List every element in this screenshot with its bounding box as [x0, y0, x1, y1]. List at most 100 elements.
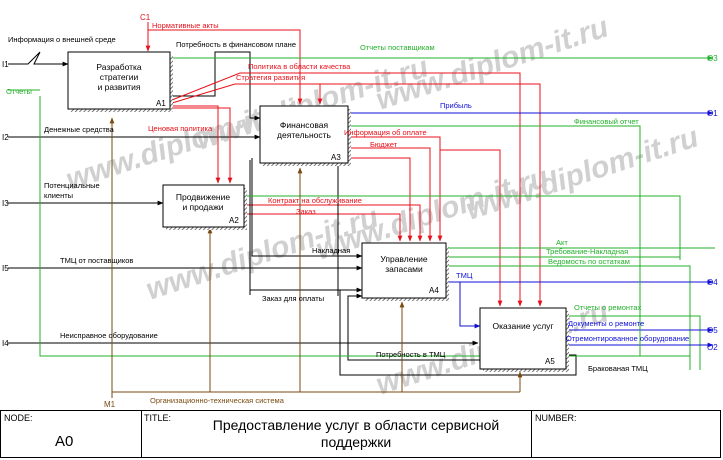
box-a3[interactable]: Финансовая деятельность A3 — [259, 105, 351, 166]
label-repair-docs: Документы о ремонте — [568, 319, 644, 328]
arrow-price-policy — [172, 105, 221, 184]
label-budget: Бюджет — [370, 140, 398, 149]
label-fin-plan-need: Потребность в финансовом плане — [176, 40, 296, 49]
label-requirement-invoice: Требование-Накладная — [546, 247, 628, 256]
label-defective-tmc: Бракованая ТМЦ — [588, 364, 648, 373]
arrow-price-policy-2 — [172, 107, 233, 184]
label-price-policy: Ценовая политика — [148, 124, 213, 133]
label-service-contract: Контракт на обслуживание — [268, 196, 362, 205]
diagram-title-line: Предоставление услуг в области сервисной — [212, 417, 500, 433]
label-invoice: Накладная — [312, 246, 350, 255]
label-payment-order: Заказ для оплаты — [262, 294, 324, 303]
label-i5-code: I5 — [2, 264, 9, 273]
label-c1: Нормативные акты — [152, 21, 219, 30]
label-o4: O4 — [707, 278, 718, 287]
boxes-group: Разработка стратегии и развития A1 Финан… — [67, 51, 569, 372]
label-c1-code: C1 — [140, 13, 151, 22]
arrow-payment-info — [348, 136, 443, 242]
label-o5: O5 — [707, 326, 718, 335]
arrow-i1 — [8, 51, 69, 67]
box-a2-id: A2 — [229, 216, 239, 225]
diagram-title-line: поддержки — [320, 434, 392, 450]
arrow-a2-green — [244, 195, 681, 260]
label-i1: Информация о внешней среде — [8, 35, 116, 44]
box-a5-line: Оказание услуг — [492, 321, 553, 331]
diagram-footer: NODE: A0 TITLE: Предоставление услуг в о… — [0, 410, 721, 458]
box-a1-line: стратегии — [100, 72, 139, 82]
arrow-reports-left — [39, 96, 690, 357]
label-i5: ТМЦ от поставщиков — [60, 256, 133, 265]
labels-group: I1 Информация о внешней среде I2 Денежны… — [2, 13, 718, 409]
label-i2: Денежные средства — [44, 125, 115, 134]
label-repair-reports: Отчеты о ремонтах — [574, 303, 642, 312]
footer-number-cell: NUMBER: — [532, 411, 720, 457]
arrows-group — [8, 22, 715, 398]
label-quality-policy: Политика в области качества — [248, 62, 351, 71]
label-supplier-reports: Отчеты поставщикам — [360, 43, 435, 52]
arrow-budget-to-a2 — [348, 157, 413, 242]
label-tmc: ТМЦ — [456, 271, 473, 280]
arrow-invoice — [251, 158, 363, 259]
box-a4-line: запасами — [385, 264, 423, 274]
box-a5[interactable]: Оказание услуг A5 — [479, 307, 569, 372]
arrow-a3-green — [348, 125, 641, 356]
arrow-development-strategy — [171, 83, 543, 307]
label-i3-code: I3 — [2, 199, 9, 208]
label-act: Акт — [556, 238, 568, 247]
label-repaired-equipment: Отремонтированное оборудование — [566, 334, 689, 343]
arrow-c1-to-a3 — [148, 29, 303, 105]
arrow-tmc-need — [347, 293, 480, 361]
box-a4[interactable]: Управление запасами A4 — [361, 242, 449, 301]
arrow-a4-balance — [446, 265, 691, 370]
box-a3-id: A3 — [331, 153, 341, 162]
label-o3: O3 — [707, 54, 718, 63]
arrow-payment-order — [249, 160, 362, 295]
label-i2-code: I2 — [2, 133, 9, 142]
arrow-fin-plan-need — [172, 51, 261, 121]
node-label: NODE: — [4, 413, 33, 423]
box-a1-line: и развития — [98, 82, 141, 92]
arrow-order — [244, 213, 403, 242]
label-order: Заказ — [296, 207, 316, 216]
box-a1[interactable]: Разработка стратегии и развития A1 — [67, 51, 173, 112]
box-a3-line: Финансовая — [280, 120, 329, 130]
title-label: TITLE: — [144, 413, 172, 423]
arrow-budget-to-a5 — [440, 149, 503, 307]
box-a4-id: A4 — [429, 286, 439, 295]
arrow-tmc-to-a5 — [459, 282, 481, 329]
box-a2-line: Продвижение — [176, 192, 230, 202]
label-tmc-need: Потребность в ТМЦ — [376, 350, 446, 359]
arrow-repair-reports — [566, 315, 701, 370]
arrow-defective-tmc — [339, 287, 577, 376]
box-a4-line: Управление — [380, 254, 428, 264]
label-balance-sheet: Ведомость по остаткам — [548, 257, 630, 266]
label-payment-info: Информация об оплате — [344, 128, 427, 137]
box-a2[interactable]: Продвижение и продажи A2 — [162, 184, 247, 230]
footer-node-cell: NODE: A0 — [1, 411, 142, 457]
box-a1-id: A1 — [156, 99, 166, 108]
watermark-text: www.diplom-it.ru — [462, 120, 703, 226]
label-o1: O1 — [707, 109, 718, 118]
label-development-strategy: Стратегия развития — [236, 73, 305, 82]
footer-title-cell: TITLE: Предоставление услуг в области се… — [141, 411, 532, 457]
label-m1: Организационно-техническая система — [150, 396, 285, 405]
label-reports: Отчеты — [6, 87, 32, 96]
arrow-budget — [348, 147, 433, 242]
diagram-title: Предоставление услуг в области сервисной… — [181, 417, 531, 451]
label-profit: Прибыль — [440, 101, 472, 110]
diagram-canvas: www.diplom-it.ru www.diplom-it.ru www.di… — [2, 10, 718, 409]
arrow-service-contract — [244, 204, 423, 242]
label-i1-code: I1 — [2, 60, 9, 69]
label-financial-report: Финансовый отчет — [574, 117, 639, 126]
label-o2: O2 — [707, 343, 718, 352]
number-label: NUMBER: — [535, 413, 577, 423]
label-i3: клиенты — [44, 191, 73, 200]
box-a1-line: Разработка — [96, 62, 142, 72]
node-value: A0 — [55, 433, 74, 450]
arrow-quality-policy — [171, 72, 523, 307]
label-i4: Неисправное оборудование — [60, 331, 158, 340]
box-a3-line: деятельность — [277, 130, 331, 140]
label-i4-code: I4 — [2, 339, 9, 348]
box-a2-line: и продажи — [182, 202, 223, 212]
